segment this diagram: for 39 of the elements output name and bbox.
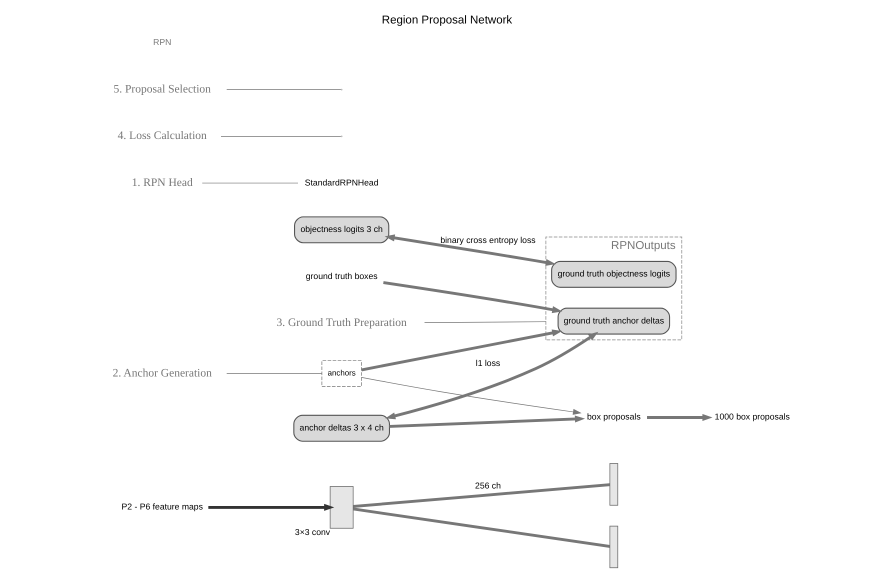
node-text: 1. RPN Head — [131, 176, 192, 189]
node-box: anchors — [321, 360, 362, 387]
node-box: anchor deltas 3 x 4 ch — [292, 414, 390, 442]
node-label: 3×3 conv — [294, 527, 330, 538]
node-text: ground truth boxes — [305, 270, 378, 281]
arrow — [646, 414, 712, 422]
arrow — [384, 332, 598, 420]
arrow — [360, 376, 582, 415]
arrow — [388, 415, 585, 428]
node-text: P2 - P6 feature maps — [121, 502, 202, 512]
node-text: StandardRPNHead — [304, 177, 378, 188]
edge-label: l1 loss — [475, 358, 500, 368]
node-bar — [609, 526, 618, 568]
connector — [226, 89, 341, 90]
arrow — [360, 329, 562, 372]
connector — [220, 136, 341, 137]
node-text: 3. Ground Truth Preparation — [276, 317, 406, 330]
connector — [201, 182, 298, 184]
diagram-title: Region Proposal Network — [381, 14, 512, 26]
node-text: 5. Proposal Selection — [113, 83, 210, 96]
label: RPN — [152, 37, 171, 48]
node-box: ground truth objectness logits — [550, 260, 676, 288]
node-box: objectness logits 3 ch — [294, 216, 389, 244]
connector — [352, 508, 610, 548]
connector — [226, 373, 322, 374]
node-bar — [609, 463, 618, 506]
edge-label: 256 ch — [474, 480, 500, 490]
connector — [352, 483, 610, 508]
node-box — [329, 486, 354, 529]
node-text: 4. Loss Calculation — [117, 130, 206, 142]
node-text: 2. Anchor Generation — [112, 367, 212, 380]
arrow — [384, 234, 556, 266]
node-text: box proposals — [586, 412, 640, 422]
node-text: 1000 box proposals — [714, 412, 790, 422]
arrow — [208, 504, 334, 511]
connector — [424, 321, 546, 323]
arrow — [382, 281, 562, 314]
node-box: ground truth anchor deltas — [557, 308, 670, 335]
edge-label: binary cross entropy loss — [440, 235, 536, 246]
